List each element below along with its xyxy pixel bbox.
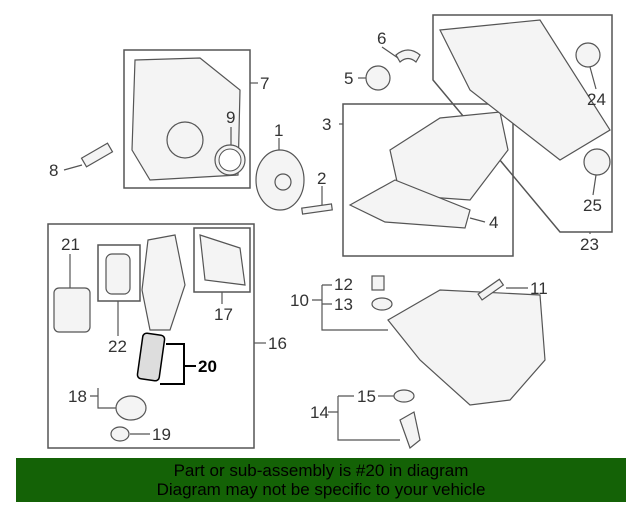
sensor-11-part[interactable]: [477, 278, 505, 301]
callout-25[interactable]: 25: [583, 196, 602, 215]
callout-19[interactable]: 19: [152, 425, 171, 444]
group-box-3: [342, 103, 514, 257]
gasket-17-part[interactable]: [199, 234, 246, 286]
callout-7[interactable]: 7: [260, 74, 269, 93]
callout-9[interactable]: 9: [226, 108, 235, 127]
callout-10[interactable]: 10: [290, 291, 309, 310]
callout-21[interactable]: 21: [61, 235, 80, 254]
callout-4[interactable]: 4: [489, 213, 498, 232]
callout-13[interactable]: 13: [334, 295, 353, 314]
callout-22[interactable]: 22: [108, 337, 127, 356]
group-box-22: [97, 244, 141, 302]
seal-19-part[interactable]: [110, 426, 130, 442]
pulley-1-part[interactable]: [255, 149, 305, 211]
bolt-2-part[interactable]: [301, 203, 333, 215]
callout-11[interactable]: 11: [530, 279, 548, 298]
oil-pan-part[interactable]: [387, 289, 546, 406]
callout-18[interactable]: 18: [68, 387, 87, 406]
banner-line-2: Diagram may not be specific to your vehi…: [156, 480, 486, 499]
group-box-16: [47, 223, 255, 449]
sensor-8-part[interactable]: [80, 142, 114, 168]
oil-cooler-21-part[interactable]: [53, 287, 91, 333]
callout-17[interactable]: 17: [214, 305, 233, 324]
seal-9-part[interactable]: [214, 144, 246, 176]
gaskets-22-part[interactable]: [105, 253, 131, 295]
callout-23[interactable]: 23: [580, 235, 599, 254]
callout-3[interactable]: 3: [322, 115, 331, 134]
callout-24[interactable]: 24: [587, 90, 606, 109]
callout-2[interactable]: 2: [317, 169, 326, 188]
callout-20[interactable]: 20: [198, 357, 217, 376]
callout-12[interactable]: 12: [334, 275, 353, 294]
group-box-23: [432, 14, 613, 233]
filter-housing-part[interactable]: [141, 234, 186, 331]
plug-12-part[interactable]: [371, 275, 385, 291]
callout-6[interactable]: 6: [377, 29, 386, 48]
callout-8[interactable]: 8: [49, 161, 58, 180]
seal-24-part[interactable]: [575, 42, 601, 68]
seal-6-part[interactable]: [395, 49, 421, 63]
oil-filter-20-part[interactable]: [136, 332, 166, 382]
dipstick-14-part[interactable]: [399, 411, 421, 449]
washer-13-part[interactable]: [371, 297, 393, 311]
seal-15-part[interactable]: [393, 389, 415, 403]
callout-1[interactable]: 1: [274, 121, 283, 140]
gasket-4-part[interactable]: [348, 179, 471, 229]
callout-14[interactable]: 14: [310, 403, 329, 422]
part-info-banner: Part or sub-assembly is #20 in diagram D…: [16, 458, 626, 502]
timing-cover-part[interactable]: [131, 57, 241, 181]
filter-cap-18-part[interactable]: [115, 395, 147, 421]
callout-5[interactable]: 5: [344, 69, 353, 88]
callout-16[interactable]: 16: [268, 334, 287, 353]
group-box-7: [123, 49, 251, 189]
cap-5-part[interactable]: [365, 65, 391, 91]
seal-25-part[interactable]: [583, 148, 611, 176]
callout-15[interactable]: 15: [357, 387, 376, 406]
intake-manifold-part[interactable]: [439, 19, 611, 161]
banner-line-1: Part or sub-assembly is #20 in diagram: [173, 461, 469, 480]
